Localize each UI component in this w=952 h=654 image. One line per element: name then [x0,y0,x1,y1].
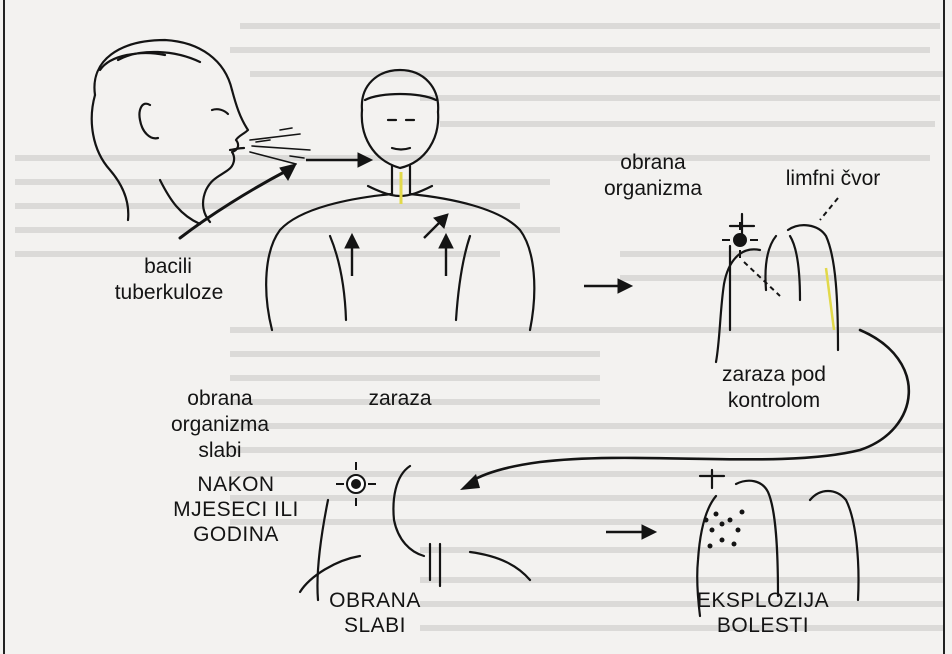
label-tuberkuloze: tuberkuloze [94,280,244,306]
arrow-torso-to-lung [584,279,632,293]
arrow-torso2-to-lung2 [606,525,656,539]
disease-spread-dots [704,510,745,549]
label-zaraza: zaraza [350,386,450,412]
label-bacili: bacili [118,254,218,280]
label-nakon-mjeseci-ili-godina: NAKON MJESECI ILI GODINA [156,472,316,547]
bleed-through-text [15,26,945,628]
label-zaraza-pod-kontrolom: zaraza pod kontrolom [704,362,844,414]
sneezing-person-head-icon [92,40,248,224]
lymph-pointer [744,198,838,296]
torso-defense-arrows [345,214,453,276]
label-obrana-slabi: OBRANA SLABI [320,588,430,638]
label-limfni-cvor: limfni čvor [768,166,898,192]
label-obrana-organizma: obrana organizma [578,150,728,202]
label-eksplozija-bolesti: EKSPLOZIJA BOLESTI [688,588,838,638]
arrow-bacili [180,164,296,238]
label-obrana-organizma-slabi: obrana organizma slabi [160,386,280,464]
